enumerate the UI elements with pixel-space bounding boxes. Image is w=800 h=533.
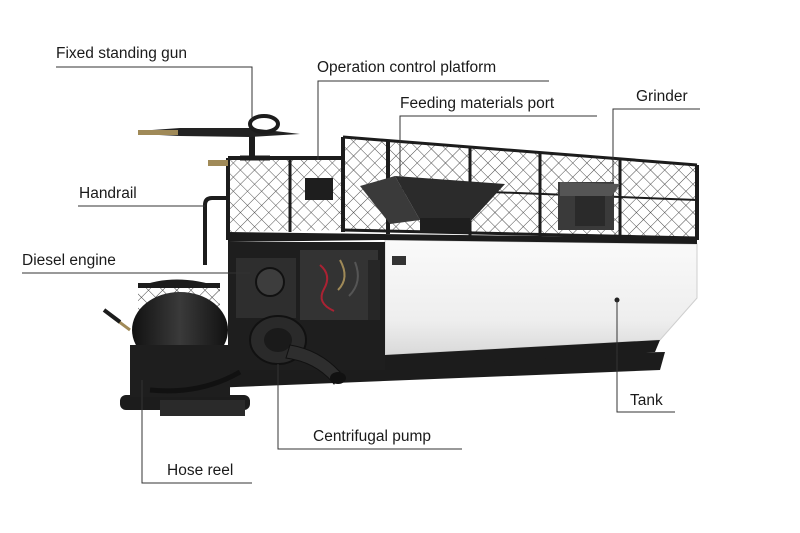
feeding-hopper: [360, 176, 505, 232]
label-grinder: Grinder: [636, 88, 688, 105]
label-centrifugal-pump: Centrifugal pump: [313, 428, 432, 445]
label-tank: Tank: [630, 392, 663, 409]
label-operation-control-platform: Operation control platform: [317, 59, 497, 76]
leader-tank: [616, 300, 675, 413]
leader-fixed-standing-gun: [56, 66, 253, 120]
machine: [102, 114, 699, 416]
top-deck: [228, 232, 697, 244]
hose-reel: [102, 279, 242, 397]
tank-body: [384, 239, 698, 368]
centrifugal-pump: [249, 315, 346, 385]
label-hose-reel: Hose reel: [167, 462, 234, 479]
operation-platform: [226, 156, 343, 240]
leader-grinder: [612, 108, 700, 182]
standing-gun: [138, 114, 300, 166]
label-fixed-standing-gun: Fixed standing gun: [56, 45, 187, 62]
label-feeding-materials-port: Feeding materials port: [400, 95, 555, 112]
leader-operation-control-platform: [317, 80, 549, 160]
handrail-bar: [203, 196, 228, 265]
label-handrail: Handrail: [79, 185, 137, 202]
label-diesel-engine: Diesel engine: [22, 252, 116, 269]
leader-lines: [22, 66, 700, 484]
grinder-unit: [558, 182, 620, 230]
leader-feeding-materials-port: [399, 115, 597, 180]
leader-hose-reel: [141, 380, 252, 484]
leader-centrifugal-pump: [277, 364, 462, 450]
